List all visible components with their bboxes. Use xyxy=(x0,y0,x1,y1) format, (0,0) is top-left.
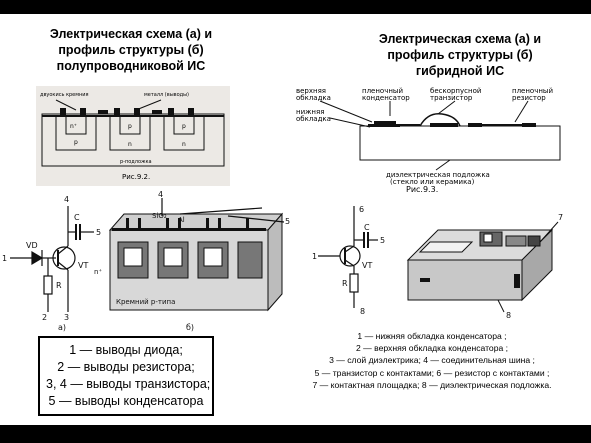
left-legend-line-1: 1 — выводы диода; xyxy=(69,343,183,357)
left-title-line-3: полупроводниковой ИС xyxy=(56,59,206,73)
fig92-substrate xyxy=(41,113,225,167)
right-title-line-3: гибридной ИС xyxy=(415,64,505,78)
left-legend-line-4: 5 — выводы конденсатора xyxy=(48,394,204,408)
fig92-pocket-1 xyxy=(55,116,97,151)
resistor-symbol xyxy=(43,275,53,295)
right-title: Электрическая схема (а) и профиль структ… xyxy=(340,31,580,79)
hybrid-node-1: 1 xyxy=(312,252,317,261)
semiconductor-ic-circuit: 1 2 3 4 5 VD VT R C а) xyxy=(2,190,290,332)
hybrid-r-label: R xyxy=(342,279,348,288)
fig92-label-metal: металл (выводы) xyxy=(144,92,189,98)
node-label-3: 3 xyxy=(64,313,69,322)
diode-symbol xyxy=(31,250,44,266)
fig92-pocket-2 xyxy=(109,116,151,151)
vd-label: VD xyxy=(26,241,38,250)
n-plus-label: n⁺ xyxy=(94,268,102,276)
fig92-panel xyxy=(36,86,230,186)
node-label-5: 5 xyxy=(96,228,101,237)
hybrid-node-7: 7 xyxy=(558,213,563,222)
ic-structure-block xyxy=(108,198,285,312)
left-title-line-1: Электрическая схема (а) и xyxy=(49,27,213,41)
bottom-black-band xyxy=(0,425,591,443)
fig92-p-2: p xyxy=(128,123,132,130)
top-black-band xyxy=(0,0,591,14)
right-legend-line-5: 7 — контактная площадка; 8 — диэлектриче… xyxy=(312,379,552,390)
vt-label: VT xyxy=(78,261,88,270)
hybrid-vt-label: VT xyxy=(362,261,372,270)
fig92-label-substrate: p-подложка xyxy=(120,159,152,165)
right-legend: 1 — нижняя обкладка конденсатора ; 2 — в… xyxy=(276,330,588,391)
right-title-line-2: профиль структуры (б) xyxy=(387,48,533,62)
fig93-label-substrate: диэлектрическая подложка(стекло или кера… xyxy=(386,171,490,186)
fig93-substrate xyxy=(359,125,561,161)
transistor-symbol xyxy=(52,246,76,270)
hybrid-c-label: C xyxy=(364,223,370,232)
part-a-label: а) xyxy=(58,323,66,332)
node-label-1: 1 xyxy=(2,254,7,263)
hybrid-transistor-symbol xyxy=(339,245,361,267)
fig93-chip-transistor xyxy=(419,113,461,127)
left-title: Электрическая схема (а) и профиль структ… xyxy=(8,26,254,74)
sio2-label: SiO₂ xyxy=(152,212,167,220)
left-legend-line-3: 3, 4 — выводы транзистора; xyxy=(46,377,211,391)
fig92-p-1: p xyxy=(74,139,78,146)
fig93-caption: Рис.9.3. xyxy=(406,185,438,194)
hybrid-resistor-symbol xyxy=(349,273,359,293)
al-label: Al xyxy=(178,216,185,224)
hybrid-node-8b: 8 xyxy=(506,311,511,320)
right-title-line-1: Электрическая схема (а) и xyxy=(378,32,542,46)
fig92-n-plus: n⁺ xyxy=(70,123,77,130)
hybrid-ic-block xyxy=(406,221,559,313)
fig92-diagram: двуокись кремния металл (выводы) n⁺ p p … xyxy=(40,92,225,181)
fig92-caption: Рис.9.2. xyxy=(122,173,150,181)
hybrid-ic-circuit: 1 6 5 8 VT R C 8 7 xyxy=(312,205,563,320)
right-legend-line-4: 5 — транзистор с контактами; 6 — резисто… xyxy=(314,367,550,378)
right-legend-line-1: 1 — нижняя обкладка конденсатора ; xyxy=(357,331,507,341)
p-type-label: Кремний p-типа xyxy=(116,298,175,306)
hybrid-node-8: 8 xyxy=(360,307,365,316)
part-b-label: б) xyxy=(186,323,194,332)
fig92-n-1: n xyxy=(128,141,132,148)
left-legend-box: 1 — выводы диода; 2 — выводы резистора; … xyxy=(38,336,214,416)
fig92-p-3: p xyxy=(182,123,186,130)
fig92-label-isolation: двуокись кремния xyxy=(40,92,89,98)
c-label: C xyxy=(74,213,80,222)
node-label-4: 4 xyxy=(64,195,69,204)
node-label-2: 2 xyxy=(42,313,47,322)
fig92-n-2: n xyxy=(182,141,186,148)
node-label-4b: 4 xyxy=(158,190,163,199)
left-title-line-2: профиль структуры (б) xyxy=(58,43,204,57)
hybrid-node-5: 5 xyxy=(380,236,385,245)
hybrid-node-6: 6 xyxy=(359,205,364,214)
right-legend-line-2: 2 — верхняя обкладка конденсатора ; xyxy=(355,343,509,354)
right-legend-line-3: 3 — слой диэлектрика; 4 — соединительная… xyxy=(329,355,535,366)
left-legend-line-2: 2 — выводы резистора; xyxy=(57,360,195,374)
node-label-5b: 5 xyxy=(285,217,290,226)
r-label: R xyxy=(56,281,62,290)
fig92-pocket-3 xyxy=(163,116,205,151)
